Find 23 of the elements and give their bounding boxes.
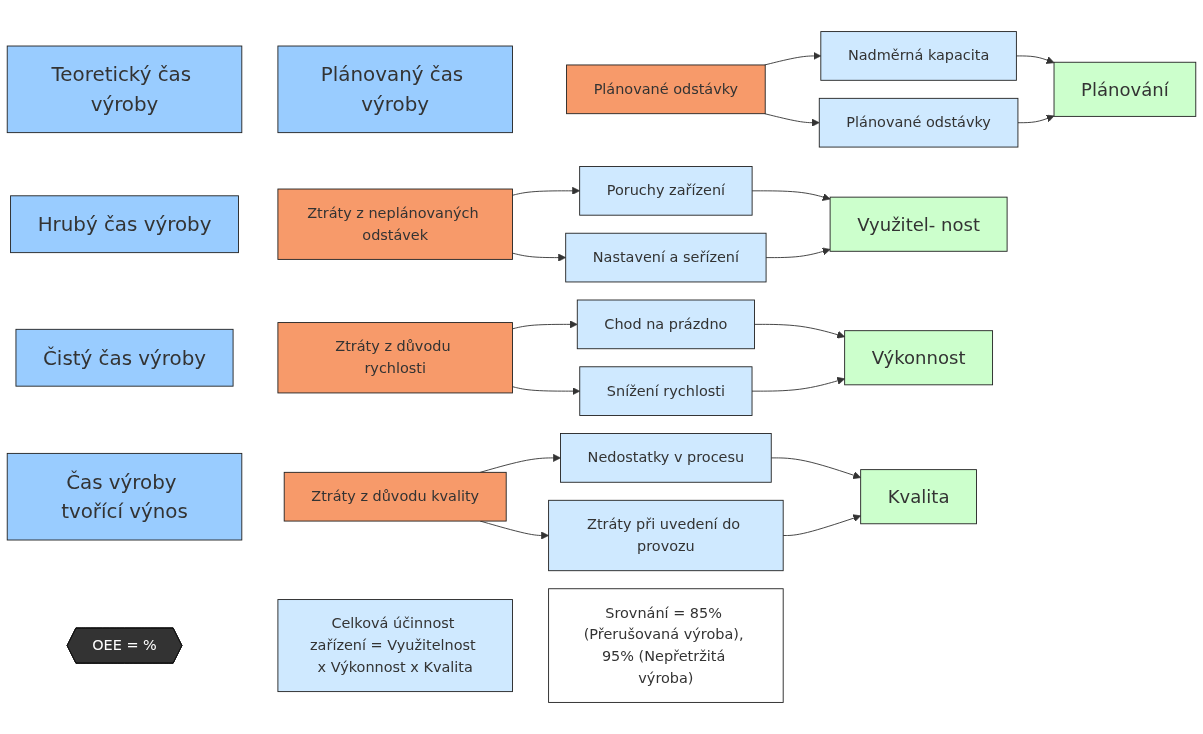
node-box: Plánované odstávky: [566, 64, 766, 115]
node-box: Čas výroby tvořící výnos: [6, 452, 243, 541]
node-box: Hrubý čas výroby: [10, 195, 239, 254]
node-box: Ztráty z důvodu rychlosti: [277, 322, 513, 394]
node-box: Celková účinnost zařízení = Využitelnost x Výkonnost x Kvalita: [277, 599, 513, 693]
node-box: Ztráty z důvodu kvality: [283, 471, 507, 522]
node-box: Výkonnost: [844, 330, 993, 386]
node-box: Nastavení a seřízení: [565, 232, 767, 283]
node-box: Plánované odstávky: [818, 97, 1019, 148]
node-box: Ztráty z neplánovaných odstávek: [277, 188, 513, 260]
node-box: Ztráty při uvedení do provozu: [548, 499, 784, 572]
node-box: Plánovaný čas výroby: [277, 45, 513, 134]
node-box: Chod na prázdno: [576, 299, 755, 350]
node-box: Využitel- nost: [829, 196, 1008, 252]
node-box: Čistý čas výroby: [15, 328, 234, 387]
node-box: Srovnání = 85% (Přerušovaná výroba), 95% (Nepřetržitá výroba): [548, 588, 784, 703]
node-box: Poruchy zařízení: [579, 166, 753, 216]
node-box: Teoretický čas výroby: [6, 45, 243, 134]
node-box: Snížení rychlosti: [579, 366, 753, 416]
node-box: Nadměrná kapacita: [820, 31, 1017, 81]
node-box: Plánování: [1053, 61, 1197, 117]
node-box: Kvalita: [860, 469, 977, 525]
node-box: Nedostatky v procesu: [560, 433, 772, 483]
